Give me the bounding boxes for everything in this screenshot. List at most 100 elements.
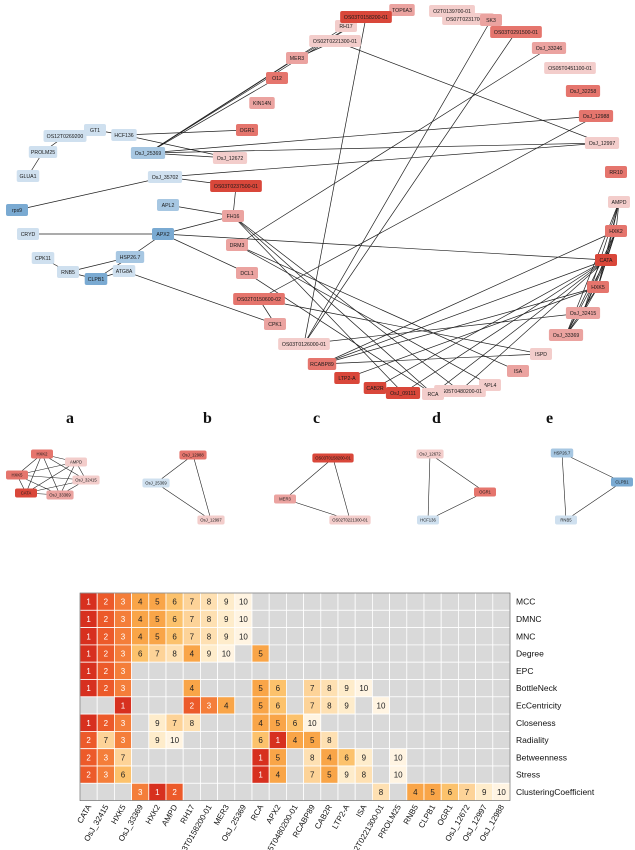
network-node-rnb5[interactable]: RNB5 [555, 515, 577, 525]
heatmap-cell [371, 679, 390, 698]
network-node-o12[interactable]: O12 [266, 72, 288, 84]
network-node-hxk2[interactable]: HXK2 [31, 449, 53, 459]
network-node-hxk5[interactable]: HXK5 [587, 281, 609, 293]
network-node-osj-32258[interactable]: OsJ_32258 [565, 85, 601, 97]
network-node-osj-12672[interactable]: OsJ_12672 [416, 449, 444, 459]
heatmap-cell-rank: 2 [104, 719, 109, 728]
network-node-cata[interactable]: CATA [15, 488, 37, 498]
network-node-hxk5[interactable]: HXK5 [6, 470, 28, 480]
network-edge [374, 259, 607, 389]
svg-text:CRYD: CRYD [21, 232, 36, 238]
network-node-osj-33246[interactable]: OsJ_33246 [531, 42, 567, 54]
network-node-rca[interactable]: RCA [422, 388, 444, 400]
heatmap-cell [320, 644, 339, 663]
network-node-cryd[interactable]: CRYD [17, 228, 39, 240]
heatmap-cell [440, 661, 459, 680]
network-node-ogr1[interactable]: OGR1 [236, 124, 258, 136]
network-node-osj-33369[interactable]: OsJ_33369 [548, 329, 584, 341]
network-node-osj-12988[interactable]: OsJ_12988 [578, 110, 614, 122]
network-node-drm3[interactable]: DRM3 [226, 239, 248, 251]
network-node-os03t0291500-01[interactable]: OS03T0291500-01 [490, 26, 542, 38]
network-node-os03t0158200-01[interactable]: OS03T0158200-01 [340, 11, 392, 23]
network-node-osj-35702[interactable]: OsJ_35702 [147, 171, 183, 183]
network-node-osj-12988[interactable]: OsJ_12988 [179, 450, 207, 460]
heatmap-cell [285, 679, 304, 698]
module-edge [192, 454, 212, 521]
network-node-os03t0237500-01[interactable]: OS03T0237500-01 [210, 180, 262, 192]
heatmap-cell [234, 661, 253, 680]
heatmap-row-label: BottleNeck [516, 683, 558, 693]
heatmap-cell [492, 592, 511, 611]
network-node-rps9[interactable]: rps9 [6, 204, 28, 216]
heatmap-cell-rank: 1 [86, 667, 91, 676]
network-node-os02t0221300-01[interactable]: OS02T0221300-01 [309, 35, 361, 47]
heatmap-cell-rank: 6 [172, 615, 177, 624]
network-node-hsp26-7[interactable]: HSP26.7 [115, 251, 145, 263]
heatmap-cell-rank: 3 [121, 684, 126, 693]
network-node-apx2[interactable]: APX2 [152, 228, 174, 240]
network-node-clpb1[interactable]: CLPB1 [611, 477, 633, 487]
heatmap-cell [165, 661, 184, 680]
heatmap-cell [234, 765, 253, 784]
heatmap-cell [406, 713, 425, 732]
network-node-fh16[interactable]: FH16 [222, 210, 244, 222]
heatmap-cell-rank: 2 [190, 701, 195, 710]
network-node-atg8a[interactable]: ATG8A [112, 265, 136, 277]
network-node-osj-12997[interactable]: OsJ_12997 [197, 515, 225, 525]
network-node-glua1[interactable]: GLUA1 [16, 170, 40, 182]
network-node-clpb1[interactable]: CLPB1 [84, 273, 108, 285]
network-node-hcf136[interactable]: HCF136 [417, 515, 439, 525]
network-node-os05t0480200-01[interactable]: OS05T0480200-01 [434, 385, 486, 397]
network-node-gt1[interactable]: GT1 [84, 124, 106, 136]
network-node-top6a3[interactable]: TOP6A3 [389, 4, 415, 16]
heatmap-cell-rank: 6 [293, 719, 298, 728]
network-node-osj-12672[interactable]: OsJ_12672 [212, 152, 248, 164]
network-node-apl2[interactable]: APL2 [157, 199, 179, 211]
network-node-ogr1[interactable]: OGR1 [474, 487, 496, 497]
network-node-mer3[interactable]: MER3 [286, 52, 308, 64]
network-node-ispd[interactable]: ISPD [530, 348, 552, 360]
heatmap-cell-rank: 7 [104, 736, 109, 745]
heatmap-cell-rank: 8 [207, 615, 212, 624]
network-node-hcf136[interactable]: HCF136 [111, 129, 137, 141]
network-node-os02t0221300-01[interactable]: OS02T0221300-01 [329, 515, 371, 525]
network-node-os12t0269200[interactable]: OS12T0269200 [43, 130, 87, 142]
network-node-osj-09111[interactable]: OsJ_09111 [385, 387, 421, 399]
network-node-osj-32415[interactable]: OsJ_32415 [72, 475, 100, 485]
heatmap-cell-rank: 3 [207, 701, 212, 710]
network-node-prolm25[interactable]: PROLM25 [28, 146, 58, 158]
network-node-dcl1[interactable]: DCL1 [236, 267, 258, 279]
network-node-osj-32415[interactable]: OsJ_32415 [565, 307, 601, 319]
heatmap-cell-rank: 5 [258, 650, 263, 659]
network-node-cpk1[interactable]: CPK1 [264, 318, 286, 330]
network-node-os02t0150600-02[interactable]: OS02T0150600-02 [233, 293, 285, 305]
network-node-osj-25369[interactable]: OsJ_25369 [142, 478, 170, 488]
network-node-mer3[interactable]: MER3 [274, 494, 296, 504]
network-node-cpk11[interactable]: CPK11 [31, 252, 55, 264]
network-node-rcabp89[interactable]: RCABP89 [307, 358, 337, 370]
network-node-os05t0451100-01[interactable]: OS05T0451100-01 [544, 62, 596, 74]
network-edge [303, 31, 517, 345]
network-node-osj-33369[interactable]: OsJ_33369 [46, 490, 74, 500]
network-node-cab2r[interactable]: CAB2R [363, 382, 387, 394]
network-node-rnb5[interactable]: RNB5 [57, 266, 79, 278]
network-node-os03t0126000-01[interactable]: OS03T0126000-01 [278, 338, 330, 350]
network-node-hxk2[interactable]: HXK2 [605, 225, 627, 237]
network-node-cata[interactable]: CATA [595, 254, 617, 266]
network-node-osj-12997[interactable]: OsJ_12997 [584, 137, 620, 149]
network-node-osj-25369[interactable]: OsJ_25369 [130, 147, 166, 159]
module-edge [332, 457, 351, 521]
network-node-ampd[interactable]: AMPD [608, 196, 630, 208]
heatmap-cell [234, 730, 253, 750]
network-node-sk3[interactable]: SK3 [480, 14, 502, 26]
heatmap-cell [440, 713, 459, 732]
network-node-rr10[interactable]: RR10 [605, 166, 627, 178]
heatmap-cell-rank: 8 [190, 719, 195, 728]
network-node-hsp26-7[interactable]: HSP26.7 [550, 448, 574, 458]
heatmap-cell [406, 592, 425, 611]
network-node-os03t0158200-01[interactable]: OS03T0158200-01 [312, 453, 354, 463]
network-node-ltp2-a[interactable]: LTP2-A [334, 372, 360, 384]
network-node-kin14n[interactable]: KIN14N [249, 97, 275, 109]
network-node-isa[interactable]: ISA [507, 365, 529, 377]
network-node-ampd[interactable]: AMPD [65, 457, 87, 467]
